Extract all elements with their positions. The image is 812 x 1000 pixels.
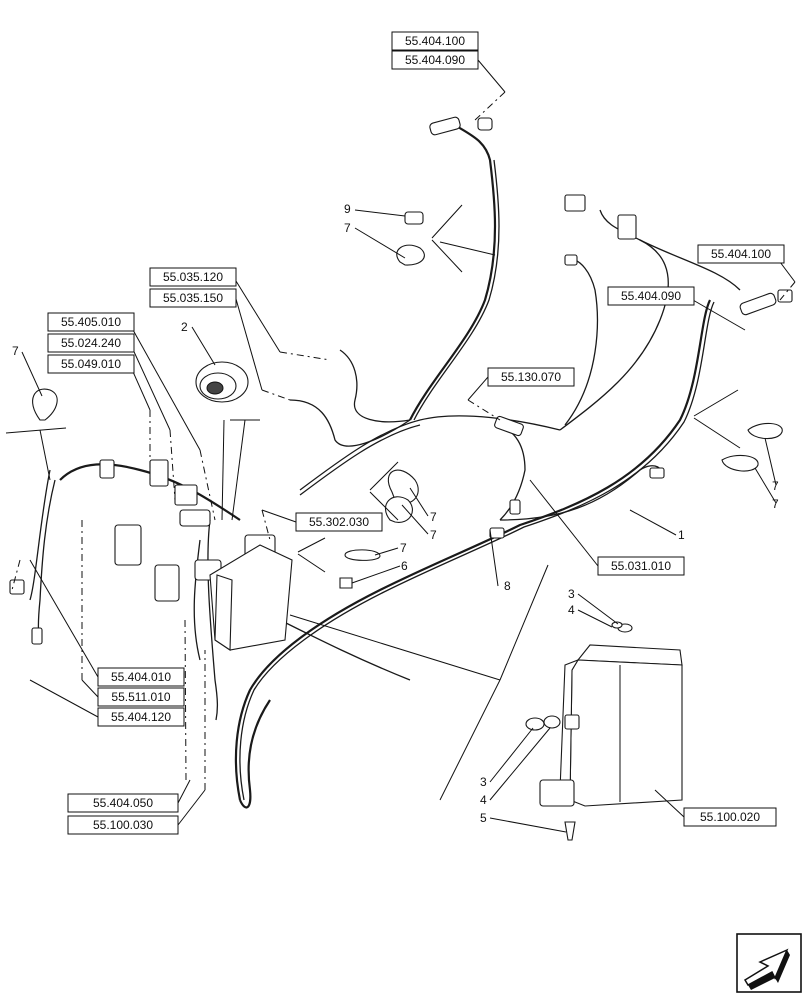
ref-box-55-035-150: 55.035.150	[149, 288, 237, 308]
callout-2: 2	[181, 320, 188, 334]
callout-3-bottom: 3	[480, 775, 487, 789]
callout-9: 9	[344, 202, 351, 216]
svg-text:55.404.090: 55.404.090	[621, 289, 681, 303]
callout-7-center: 7	[400, 541, 407, 555]
cable-ties	[32, 211, 783, 589]
svg-text:55.405.010: 55.405.010	[61, 315, 121, 329]
ref-box-55-130-070: 55.130.070	[487, 367, 575, 387]
svg-text:55.100.020: 55.100.020	[700, 810, 760, 824]
ref-box-55-405-010: 55.405.010	[47, 312, 135, 332]
ref-box-55-404-090-top: 55.404.090	[391, 50, 479, 70]
svg-text:55.511.010: 55.511.010	[111, 690, 170, 704]
ref-box-55-404-090-right: 55.404.090	[607, 286, 695, 306]
svg-text:55.404.010: 55.404.010	[111, 670, 171, 684]
svg-text:55.100.030: 55.100.030	[93, 818, 153, 832]
svg-text:55.404.100: 55.404.100	[711, 247, 771, 261]
ref-box-55-049-010: 55.049.010	[47, 354, 135, 374]
upper-right-connectors	[564, 194, 793, 316]
ref-box-55-404-100-right: 55.404.100	[697, 244, 785, 264]
part-callouts: 1 2 3 4 3 4 5 6 7 7 7 7 7 7 7 8 9	[12, 202, 779, 825]
callout-7-mid-b: 7	[430, 528, 437, 542]
next-page-arrow-icon[interactable]	[736, 933, 802, 993]
svg-text:55.049.010: 55.049.010	[61, 357, 121, 371]
ref-box-55-100-020: 55.100.020	[683, 807, 777, 827]
callout-7-right-b: 7	[772, 497, 779, 511]
callout-1: 1	[678, 528, 685, 542]
callout-8: 8	[504, 579, 511, 593]
ref-box-55-404-010: 55.404.010	[97, 667, 185, 687]
svg-text:55.404.050: 55.404.050	[93, 796, 153, 810]
ref-box-55-100-030: 55.100.030	[67, 815, 179, 835]
ref-box-55-404-120: 55.404.120	[97, 707, 185, 727]
top-connector	[429, 116, 493, 136]
reference-boxes: 55.404.100 55.404.090 55.404.100 55.404.…	[47, 31, 785, 835]
svg-text:55.031.010: 55.031.010	[611, 559, 671, 573]
ref-box-55-302-030: 55.302.030	[295, 512, 383, 532]
ref-box-55-404-050: 55.404.050	[67, 793, 179, 813]
control-unit	[525, 621, 683, 841]
callout-7-right-a: 7	[772, 479, 779, 493]
callout-5: 5	[480, 811, 487, 825]
callout-3-top: 3	[568, 587, 575, 601]
svg-text:55.130.070: 55.130.070	[501, 370, 561, 384]
callout-7-mid-a: 7	[430, 510, 437, 524]
ref-box-55-035-120: 55.035.120	[149, 267, 237, 287]
svg-text:55.035.150: 55.035.150	[163, 291, 223, 305]
ref-box-55-024-240: 55.024.240	[47, 333, 135, 353]
fuse-box-left	[209, 544, 293, 652]
callout-7-top: 7	[344, 221, 351, 235]
callout-4-top: 4	[568, 603, 575, 617]
grommet-part-2	[195, 361, 249, 403]
callout-4-bottom: 4	[480, 793, 487, 807]
svg-text:55.302.030: 55.302.030	[309, 515, 369, 529]
svg-text:55.404.120: 55.404.120	[111, 710, 171, 724]
svg-text:55.024.240: 55.024.240	[61, 336, 121, 350]
ref-box-55-511-010: 55.511.010	[97, 687, 185, 707]
svg-text:55.404.100: 55.404.100	[405, 34, 465, 48]
leader-lines	[5, 59, 796, 826]
callout-6: 6	[401, 559, 408, 573]
ref-box-55-404-100-top: 55.404.100	[391, 31, 479, 51]
callout-7-left: 7	[12, 344, 19, 358]
callout-leaders	[21, 209, 777, 833]
svg-text:55.035.120: 55.035.120	[163, 270, 223, 284]
ref-box-55-031-010: 55.031.010	[597, 556, 685, 576]
svg-text:55.404.090: 55.404.090	[405, 53, 465, 67]
